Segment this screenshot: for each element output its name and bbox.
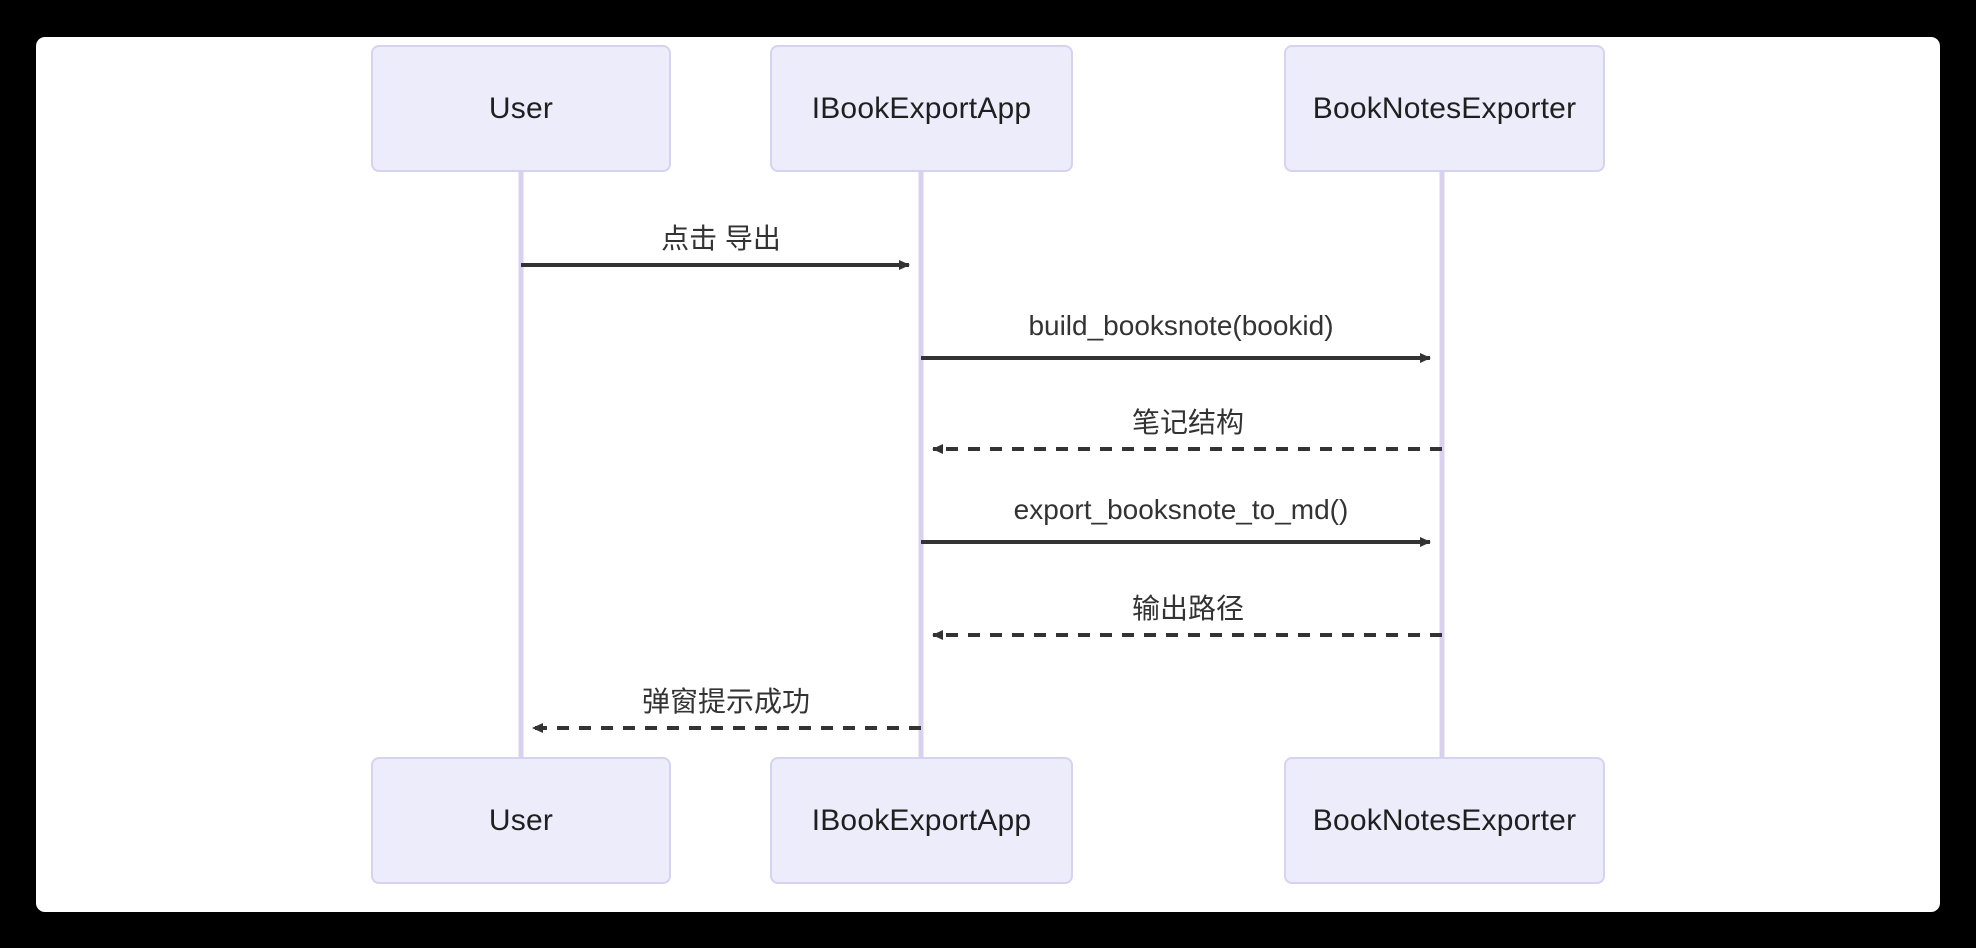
participant-box-top-user[interactable]: User (371, 45, 671, 172)
participant-box-top-ibookexportapp[interactable]: IBookExportApp (770, 45, 1073, 172)
participant-label-top-user: User (488, 91, 554, 125)
participant-label-bottom-ibookexportapp: IBookExportApp (811, 803, 1032, 837)
message-label-6: 弹窗提示成功 (641, 686, 811, 717)
message-label-1: 点击 导出 (661, 223, 781, 254)
participant-box-bottom-booknotesexporter[interactable]: BookNotesExporter (1284, 757, 1605, 884)
participant-box-top-booknotesexporter[interactable]: BookNotesExporter (1284, 45, 1605, 172)
message-label-4: export_booksnote_to_md() (1013, 494, 1349, 525)
message-label-5: 输出路径 (1131, 593, 1245, 624)
participant-label-top-booknotesexporter: BookNotesExporter (1312, 91, 1577, 125)
participant-label-bottom-user: User (488, 803, 554, 837)
diagram-canvas: User IBookExportApp BookNotesExporter Us… (36, 37, 1940, 912)
message-label-3: 笔记结构 (1131, 407, 1245, 438)
sequence-diagram-svg (518, 150, 1445, 779)
participant-box-bottom-ibookexportapp[interactable]: IBookExportApp (770, 757, 1073, 884)
message-label-2: build_booksnote(bookid) (1028, 310, 1334, 341)
lifelines (518, 150, 1445, 779)
participant-label-bottom-booknotesexporter: BookNotesExporter (1312, 803, 1577, 837)
participant-label-top-ibookexportapp: IBookExportApp (811, 91, 1032, 125)
participant-box-bottom-user[interactable]: User (371, 757, 671, 884)
message-arrows (521, 260, 1442, 733)
